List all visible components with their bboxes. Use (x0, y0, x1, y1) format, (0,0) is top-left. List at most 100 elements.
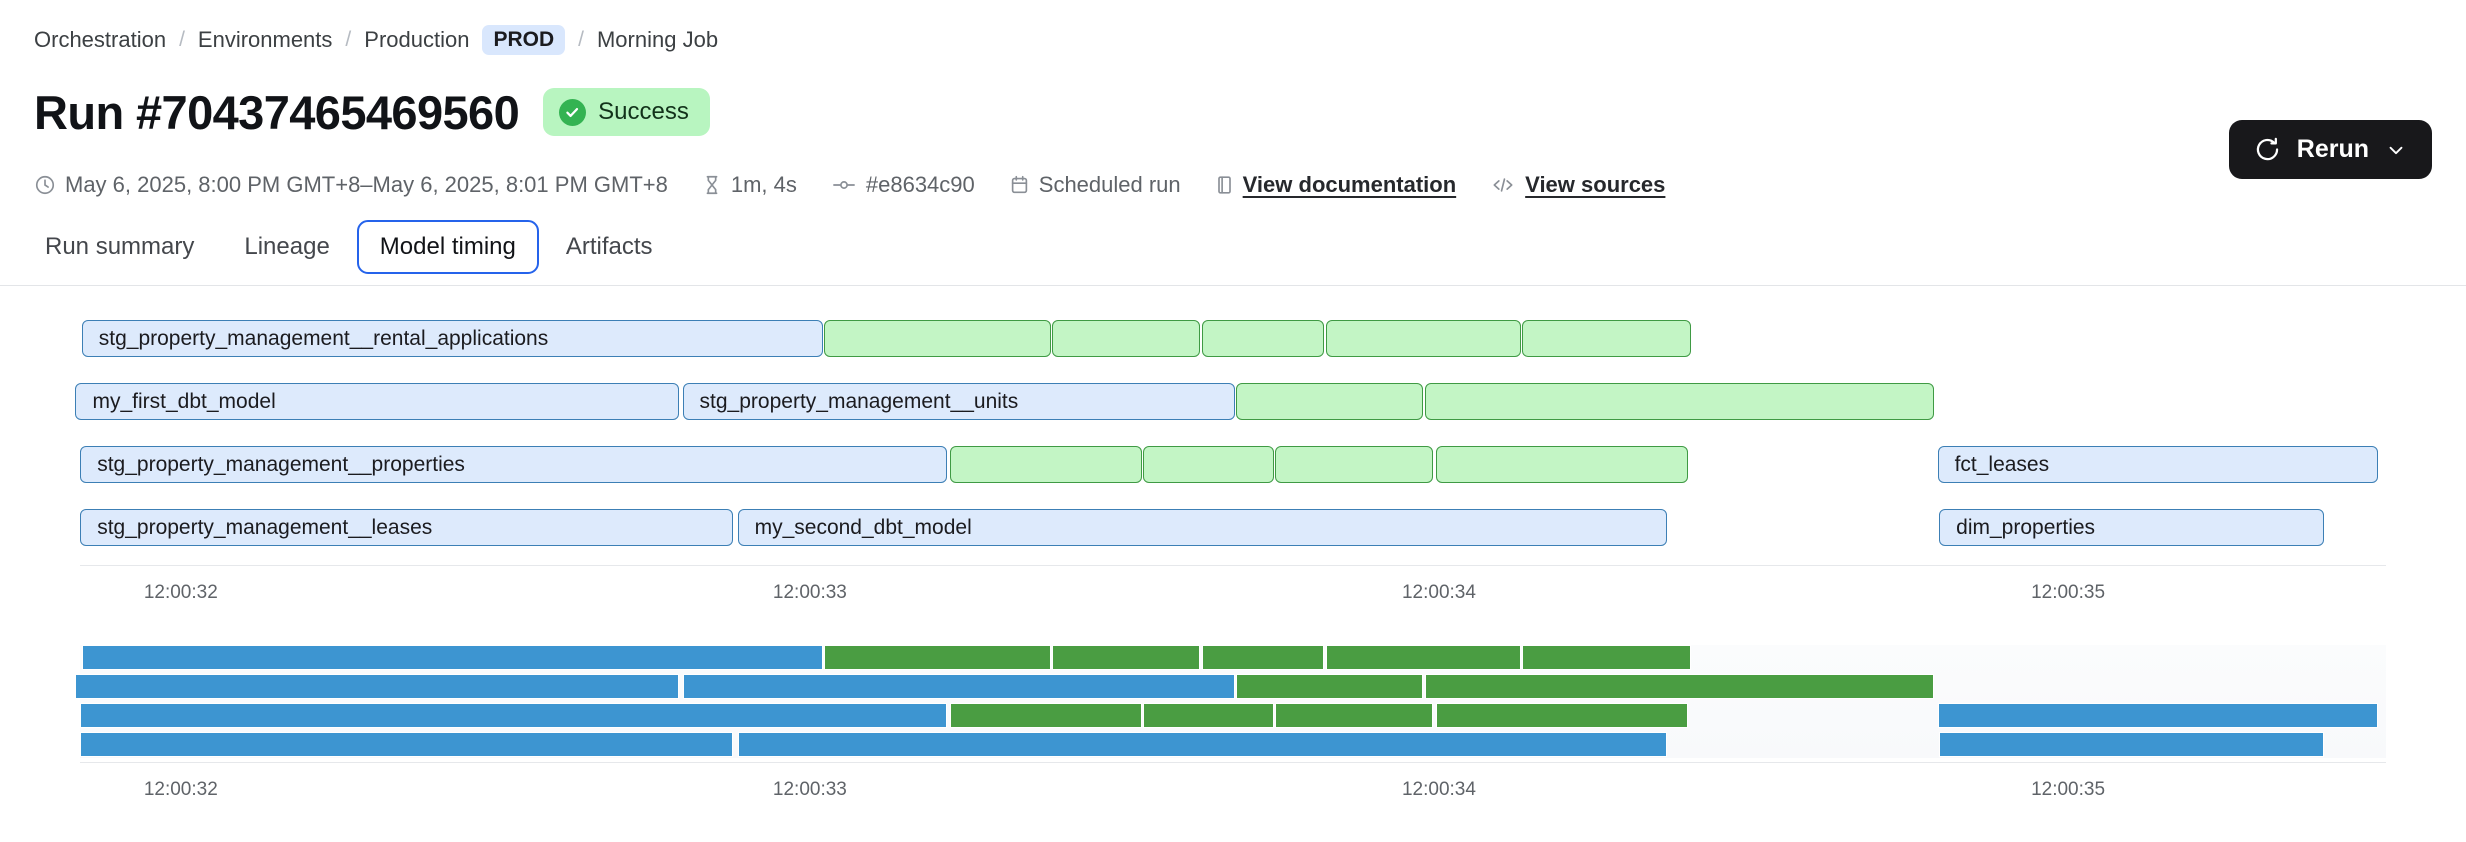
refresh-icon (2254, 136, 2281, 163)
overview-bar-model[interactable] (75, 674, 680, 699)
overview-bar-model[interactable] (1937, 703, 2378, 728)
breadcrumb-item-orchestration[interactable]: Orchestration (34, 27, 167, 52)
overview-bar-test[interactable] (1201, 645, 1325, 670)
breadcrumb-separator: / (345, 28, 352, 51)
meta-timerange-text: May 6, 2025, 8:00 PM GMT+8–May 6, 2025, … (65, 172, 668, 197)
gantt-bar-test[interactable] (1435, 446, 1688, 483)
gantt-axis-mini-tick: 12:00:35 (2031, 779, 2106, 800)
gantt-bar-dim_properties[interactable]: dim_properties (1939, 509, 2325, 546)
book-icon (1215, 174, 1234, 196)
gantt-bar-test[interactable] (824, 320, 1051, 357)
gantt-row: stg_property_management__rental_applicat… (0, 320, 2466, 357)
breadcrumb-item-morning-job: Morning Job (596, 27, 719, 52)
gantt-axis-main: 12:00:32 12:00:33 12:00:34 12:00:35 (0, 565, 2466, 605)
gantt-bar-label: my_first_dbt_model (92, 389, 276, 413)
gantt-bar-label: stg_property_management__rental_applicat… (98, 326, 549, 350)
gantt-bar-fct_leases[interactable]: fct_leases (1937, 446, 2378, 483)
gantt-bar-test[interactable] (1522, 320, 1691, 357)
meta-sources[interactable]: View sources (1490, 172, 1665, 198)
overview-bar-test[interactable] (1424, 674, 1935, 699)
breadcrumb-separator: / (179, 28, 185, 51)
gantt-bar-label: stg_property_management__units (699, 389, 1019, 413)
check-circle-icon (559, 98, 587, 126)
breadcrumb: Orchestration / Environments / Production PRO… (34, 25, 718, 55)
gantt-bar-test[interactable] (1325, 320, 1521, 357)
gantt-bar-my_first_dbt_model[interactable]: my_first_dbt_model (75, 383, 680, 420)
overview-row (0, 674, 2466, 699)
overview-bar-model[interactable] (1939, 732, 2325, 757)
overview-bar-test[interactable] (1236, 674, 1424, 699)
gantt-bar-test[interactable] (1201, 320, 1325, 357)
overview-bar-test[interactable] (949, 703, 1142, 728)
meta-commit-text: #e8634c90 (865, 172, 975, 197)
overview-bar-model[interactable] (81, 645, 823, 670)
overview-bar-test[interactable] (1522, 645, 1691, 670)
calendar-icon (1009, 174, 1030, 196)
gantt-bar-stg_property_management__rental_applications[interactable]: stg_property_management__rental_applicat… (81, 320, 823, 357)
gantt-bar-label: my_second_dbt_model (754, 515, 972, 539)
gantt-bar-stg_property_management__properties[interactable]: stg_property_management__properties (80, 446, 947, 483)
overview-bar-test[interactable] (1052, 645, 1200, 670)
overview-bar-test[interactable] (1435, 703, 1688, 728)
gantt-bar-test[interactable] (1143, 446, 1274, 483)
gantt-axis-mini-rule (80, 762, 2386, 763)
breadcrumb-item-production[interactable]: Production (364, 27, 470, 52)
gantt-axis-main-tick: 12:00:33 (772, 582, 847, 603)
overview-bar-test[interactable] (1275, 703, 1433, 728)
meta-documentation[interactable]: View documentation (1215, 172, 1457, 198)
clock-icon (34, 174, 56, 196)
gantt-bar-test[interactable] (1424, 383, 1935, 420)
overview-bar-model[interactable] (80, 703, 947, 728)
run-metadata: May 6, 2025, 8:00 PM GMT+8–May 6, 2025, … (34, 172, 1665, 198)
meta-duration-text: 1m, 4s (730, 172, 797, 197)
gantt-axis-main-tick: 12:00:32 (143, 582, 218, 603)
gantt-bar-test[interactable] (1236, 383, 1424, 420)
view-sources-link[interactable]: View sources (1525, 172, 1666, 197)
git-commit-icon (831, 174, 857, 196)
model-timing-overview[interactable] (0, 645, 2466, 805)
meta-duration: 1m, 4s (702, 172, 797, 198)
model-timing-gantt: stg_property_management__rental_applicat… (0, 320, 2466, 580)
overview-bar-model[interactable] (80, 732, 733, 757)
meta-trigger-text: Scheduled run (1038, 172, 1181, 197)
overview-bar-model[interactable] (737, 732, 1668, 757)
overview-row (0, 732, 2466, 757)
tab-bar: Run summary Lineage Model timing Artifacts (22, 220, 676, 274)
code-brackets-icon (1490, 174, 1516, 196)
gantt-axis-main-rule (80, 565, 2386, 566)
status-label: Success (598, 98, 689, 125)
gantt-bar-test[interactable] (949, 446, 1142, 483)
meta-commit: #e8634c90 (831, 172, 975, 198)
gantt-axis-mini-tick: 12:00:33 (772, 779, 847, 800)
overview-bar-test[interactable] (824, 645, 1051, 670)
rerun-button[interactable]: Rerun (2228, 120, 2432, 179)
gantt-bar-stg_property_management__leases[interactable]: stg_property_management__leases (80, 509, 733, 546)
view-documentation-link[interactable]: View documentation (1242, 172, 1457, 197)
breadcrumb-badge-prod: PROD (482, 25, 566, 55)
overview-bar-test[interactable] (1143, 703, 1274, 728)
tab-run-summary[interactable]: Run summary (45, 233, 195, 260)
gantt-bar-stg_property_management__units[interactable]: stg_property_management__units (682, 383, 1235, 420)
gantt-bar-my_second_dbt_model[interactable]: my_second_dbt_model (737, 509, 1668, 546)
tabs-divider (0, 285, 2466, 286)
meta-trigger: Scheduled run (1009, 172, 1181, 198)
gantt-axis-main-tick: 12:00:34 (1401, 582, 1476, 603)
title-row: Run #70437465469560 Success (34, 88, 710, 136)
overview-bar-model[interactable] (682, 674, 1235, 699)
tab-lineage[interactable]: Lineage (244, 233, 330, 260)
page-title: Run #70437465469560 (34, 85, 520, 139)
gantt-bar-test[interactable] (1275, 446, 1433, 483)
gantt-bar-test[interactable] (1052, 320, 1200, 357)
gantt-row: stg_property_management__properties fct_l… (0, 446, 2466, 483)
rerun-label: Rerun (2296, 135, 2369, 163)
tab-model-timing[interactable]: Model timing (356, 220, 539, 274)
breadcrumb-item-environments[interactable]: Environments (197, 27, 333, 52)
gantt-bar-label: dim_properties (1956, 515, 2096, 539)
gantt-axis-main-tick: 12:00:35 (2031, 582, 2106, 603)
gantt-bar-label: stg_property_management__properties (97, 452, 465, 476)
tab-artifacts[interactable]: Artifacts (565, 233, 653, 260)
gantt-axis-mini-tick: 12:00:32 (143, 779, 218, 800)
overview-bar-test[interactable] (1325, 645, 1521, 670)
gantt-row: my_first_dbt_model stg_property_managemen… (0, 383, 2466, 420)
chevron-down-icon[interactable] (2385, 139, 2407, 161)
